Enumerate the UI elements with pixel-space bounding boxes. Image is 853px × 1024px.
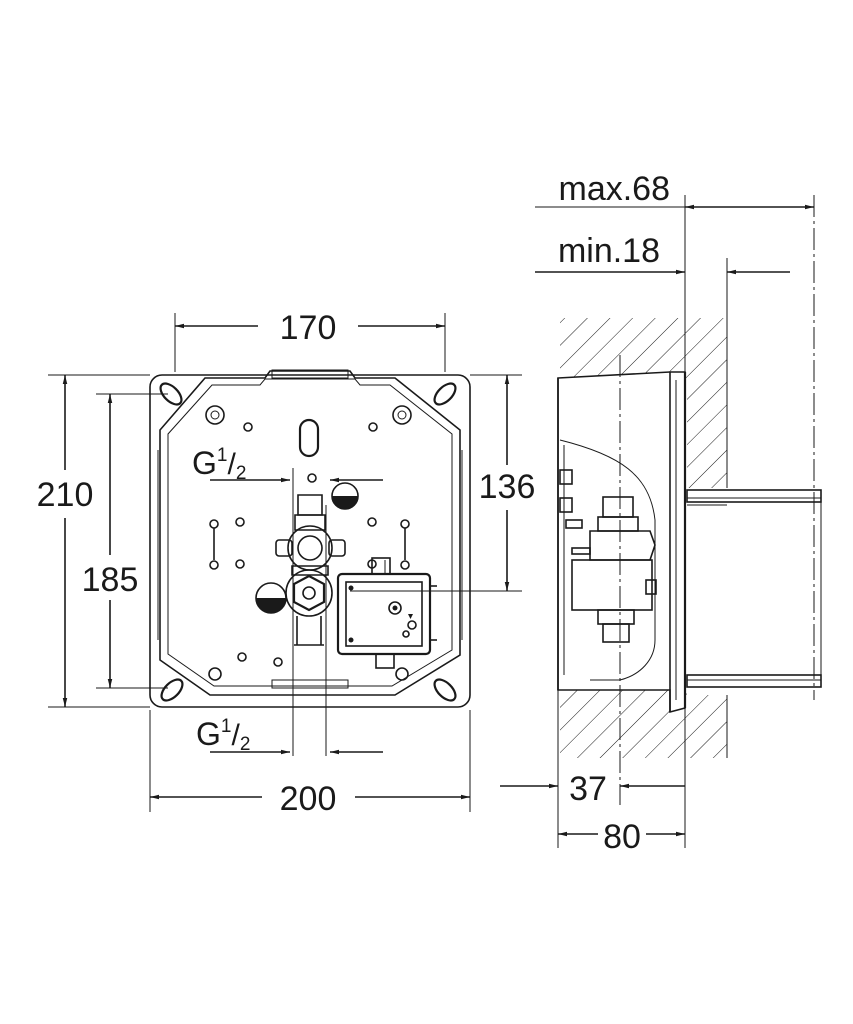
dim-label-37: 37: [569, 770, 607, 808]
front-view: [149, 369, 471, 756]
control-box: [336, 557, 437, 669]
corner-slot-top-right: [433, 382, 457, 406]
side-view: [557, 195, 822, 805]
dimension-height-total: 210: [37, 374, 150, 708]
dim-label-185: 185: [82, 561, 139, 599]
dimension-width-total: 200: [149, 710, 471, 818]
mounting-plate-outline: [149, 374, 471, 708]
dim-label-170: 170: [280, 309, 337, 347]
screw-boss-left: [205, 405, 225, 425]
valve-assembly: [275, 494, 346, 576]
bottom-rail: [271, 679, 349, 689]
dimension-depth-offset: 37: [500, 690, 686, 848]
wall-hatch-bottom: [560, 690, 687, 758]
dim-label-210: 210: [37, 476, 94, 514]
wall-pipes: [686, 489, 822, 688]
connection-bottom-sub: 2: [240, 734, 251, 755]
connection-top-sup: 1: [217, 445, 228, 466]
corner-slot-bottom-left: [160, 678, 184, 702]
dim-label-min-18: min.18: [558, 232, 660, 270]
connection-top-base: G: [192, 445, 217, 481]
dimension-min-depth: min.18: [535, 232, 790, 318]
box-outer-outline: [159, 370, 461, 696]
dimension-max-depth: max.68: [535, 170, 814, 372]
dimension-height-right: 136: [350, 374, 536, 592]
connection-bottom-sup: 1: [221, 716, 232, 737]
valve-side: [571, 496, 657, 643]
dimension-height-inner: 185: [82, 393, 168, 689]
screw-boss-right: [392, 405, 412, 425]
connection-bottom-base: G: [196, 716, 221, 752]
box-inner-outline: [167, 378, 453, 687]
finish-hatch-bottom: [687, 695, 727, 758]
svg-text:G1/2: G1/2: [192, 445, 246, 484]
top-rail: [271, 369, 349, 379]
connection-label-top: G1/2: [192, 445, 383, 484]
inlet-symbol-left: [255, 582, 287, 614]
dim-label-200: 200: [280, 780, 337, 818]
svg-text:G1/2: G1/2: [196, 716, 250, 755]
screw-boss-bottom-right: [395, 667, 409, 681]
box-body-side: [557, 371, 686, 714]
dim-label-max-68: max.68: [559, 170, 671, 208]
dimension-depth-total: 80: [558, 818, 685, 856]
connection-label-bottom: G1/2: [196, 716, 383, 755]
fixing-points: [209, 422, 410, 667]
wall-hatch-top: [560, 318, 687, 380]
screw-boss-bottom-left: [208, 667, 222, 681]
outlet-union: [285, 569, 333, 646]
box-curve: [559, 439, 656, 681]
corner-slot-bottom-right: [433, 678, 457, 702]
corner-slot-top-left: [159, 382, 183, 406]
connection-top-sub: 2: [236, 463, 247, 484]
dim-label-80: 80: [603, 818, 641, 856]
dim-label-136: 136: [479, 468, 536, 506]
finish-hatch-top: [687, 318, 727, 488]
dimension-width-top: 170: [174, 309, 446, 372]
inlet-symbol-top: [331, 482, 359, 510]
top-slot: [298, 418, 320, 458]
